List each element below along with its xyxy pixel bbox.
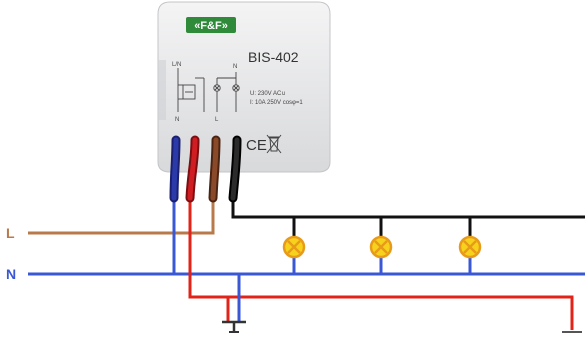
spec-current: I: 10A 250V cosφ=1 [250,100,303,106]
terminal-l-bottom-label: L [215,117,219,123]
terminal-n-top-label: N [233,64,237,70]
svg-text:«F&F»: «F&F» [194,20,228,32]
weee-bin-icon [266,134,282,154]
load-line [231,195,585,219]
lamp-drops [292,217,472,274]
lamp-icon [282,235,306,259]
terminal-ln-label: L/N [172,62,181,68]
device-schematic [177,68,240,112]
switch-wire [188,195,574,330]
push-button-icon [222,320,246,333]
ce-mark-icon: CE [246,137,267,154]
brand-logo: «F&F» [186,17,236,33]
live-line-label: L [6,225,15,241]
model-name: BIS-402 [248,49,299,65]
lamp-icon [458,235,482,259]
live-line [28,195,215,235]
spec-voltage: U: 230V AC∪ [250,91,286,97]
relay-module: «F&F» BIS-402 U: 230V AC∪ I: 10A 250V co… [157,1,331,173]
neutral-line-label: N [6,266,16,282]
lamp-icon [369,235,393,259]
terminal-n-bottom-label: N [175,117,179,123]
device-leads [169,135,242,203]
